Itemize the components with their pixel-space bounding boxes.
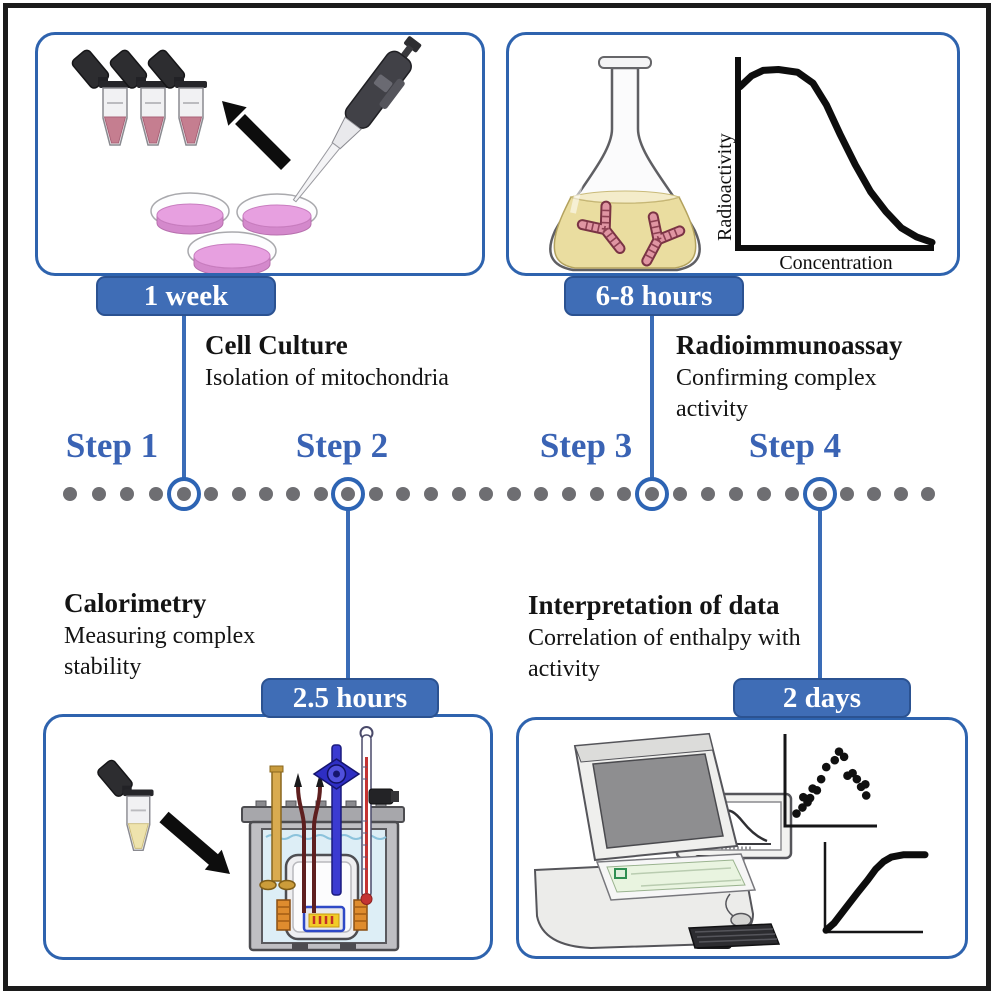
- scatter-plot: [783, 734, 877, 828]
- outer-frame: [3, 3, 991, 991]
- timeline-dot: [91, 487, 106, 501]
- timeline-dot: [313, 487, 328, 501]
- transfer-arrow-icon: [159, 811, 230, 874]
- timeline-dot: [840, 487, 854, 501]
- annotation-description: Correlation of enthalpy with activity: [528, 625, 801, 682]
- panel-interpretation: [516, 717, 968, 959]
- timeline-dot: [729, 487, 743, 501]
- step-label-3: Step 3: [539, 426, 633, 465]
- radioactivity-chart: Radioactivity Concentration: [714, 57, 936, 273]
- timeline-dot: [148, 487, 163, 501]
- timeline-dot: [589, 487, 604, 501]
- antibody-icon: [641, 211, 686, 267]
- timeline-dot: [673, 487, 687, 501]
- timeline-dot: [921, 487, 935, 501]
- timeline-dot: [368, 487, 383, 501]
- radioimmunoassay-illustration: Radioactivity Concentration: [549, 56, 936, 273]
- annotation-description: Measuring complex stability: [64, 623, 256, 680]
- annotation-cell-culture: Cell Culture Isolation of mitochondria: [205, 330, 455, 394]
- sample-cup: [302, 905, 346, 933]
- annotation-title: Radioimmunoassay: [676, 330, 903, 360]
- keyboard: [688, 923, 781, 949]
- timeline-dot: [617, 487, 632, 501]
- mouse: [725, 893, 752, 928]
- timeline-dot: [894, 487, 908, 501]
- timeline-dot: [785, 487, 799, 501]
- saturation-curve: [822, 851, 929, 934]
- chart-ylabel: Radioactivity: [714, 133, 736, 241]
- gas-valve: [312, 744, 361, 896]
- annotation-title: Interpretation of data: [528, 590, 780, 620]
- cell-culture-illustration: [71, 36, 422, 273]
- connector-step-2: [346, 509, 350, 680]
- scanner-lid: [573, 732, 739, 862]
- annotation-calorimetry: Calorimetry Measuring complex stability: [64, 588, 294, 683]
- timeline-node-step-2: [331, 477, 365, 511]
- timeline-dot: [451, 487, 466, 501]
- duration-badge-step-3: 6-8 hours: [564, 276, 744, 316]
- timeline-dot: [204, 487, 219, 501]
- scanner-glass: [606, 859, 746, 893]
- timeline-dot: [423, 487, 438, 501]
- annotation-interpretation: Interpretation of data Correlation of en…: [528, 590, 828, 685]
- step-label-2: Step 2: [295, 426, 389, 465]
- connector-step-4: [818, 509, 822, 680]
- duration-badge-step-4: 2 days: [733, 678, 911, 718]
- annotation-radioimmunoassay: Radioimmunoassay Confirming complex acti…: [676, 330, 903, 425]
- antibody-icon: [576, 200, 626, 254]
- timeline-dot: [534, 487, 549, 501]
- ria-curve: [736, 66, 936, 246]
- timeline-dot: [120, 487, 134, 501]
- annotation-description: Isolation of mitochondria: [205, 365, 449, 391]
- panel-calorimetry: [43, 714, 493, 960]
- calorimeter-lid: [241, 806, 405, 823]
- electrode-wires: [294, 773, 324, 913]
- duration-badge-step-1: 1 week: [96, 276, 276, 316]
- timeline-dot: [867, 487, 881, 501]
- timeline: [0, 477, 996, 511]
- annotation-title: Cell Culture: [205, 330, 348, 360]
- timeline-node-step-4: [803, 477, 837, 511]
- sample-tube: [97, 759, 154, 852]
- timeline-node-step-3: [635, 477, 669, 511]
- timeline-dot: [259, 487, 273, 501]
- timeline-node-step-1: [167, 477, 201, 511]
- microcentrifuge-tubes: [71, 49, 207, 146]
- timeline-dot: [63, 487, 77, 501]
- annotation-description: Confirming complex activity: [676, 365, 877, 422]
- annotation-title: Calorimetry: [64, 588, 207, 618]
- bomb-calorimeter: [241, 726, 405, 952]
- stirrer: [259, 765, 296, 891]
- transfer-arrow-icon: [222, 101, 291, 170]
- thermometer: [359, 726, 399, 905]
- chart-xlabel: Concentration: [779, 252, 892, 273]
- step-label-4: Step 4: [748, 426, 842, 465]
- connector-step-1: [182, 314, 186, 479]
- duration-badge-step-2: 2.5 hours: [261, 678, 439, 718]
- interpretation-illustration: [533, 732, 929, 950]
- panel-cell-culture: [35, 32, 485, 276]
- erlenmeyer-flask: [549, 56, 701, 272]
- timeline-dot: [479, 487, 494, 501]
- petri-dish: [187, 231, 277, 273]
- timeline-dot: [286, 487, 301, 501]
- panel-radioimmunoassay: Radioactivity Concentration: [506, 32, 960, 276]
- petri-dish: [150, 192, 230, 235]
- heater-clamps: [276, 899, 368, 931]
- timeline-dot: [506, 487, 521, 501]
- step-label-1: Step 1: [65, 426, 159, 465]
- petri-dish: [236, 193, 318, 236]
- micropipette: [292, 36, 422, 203]
- saturation-plot: [822, 842, 929, 934]
- calorimetry-illustration: [97, 726, 405, 952]
- timeline-dot: [396, 487, 411, 501]
- connector-step-3: [650, 314, 654, 479]
- timeline-dot: [562, 487, 577, 501]
- timeline-dot: [701, 487, 715, 501]
- scintillation-counter: [533, 732, 757, 950]
- timeline-dot: [231, 487, 246, 501]
- scatter-points: [792, 747, 871, 818]
- timeline-dot: [757, 487, 771, 501]
